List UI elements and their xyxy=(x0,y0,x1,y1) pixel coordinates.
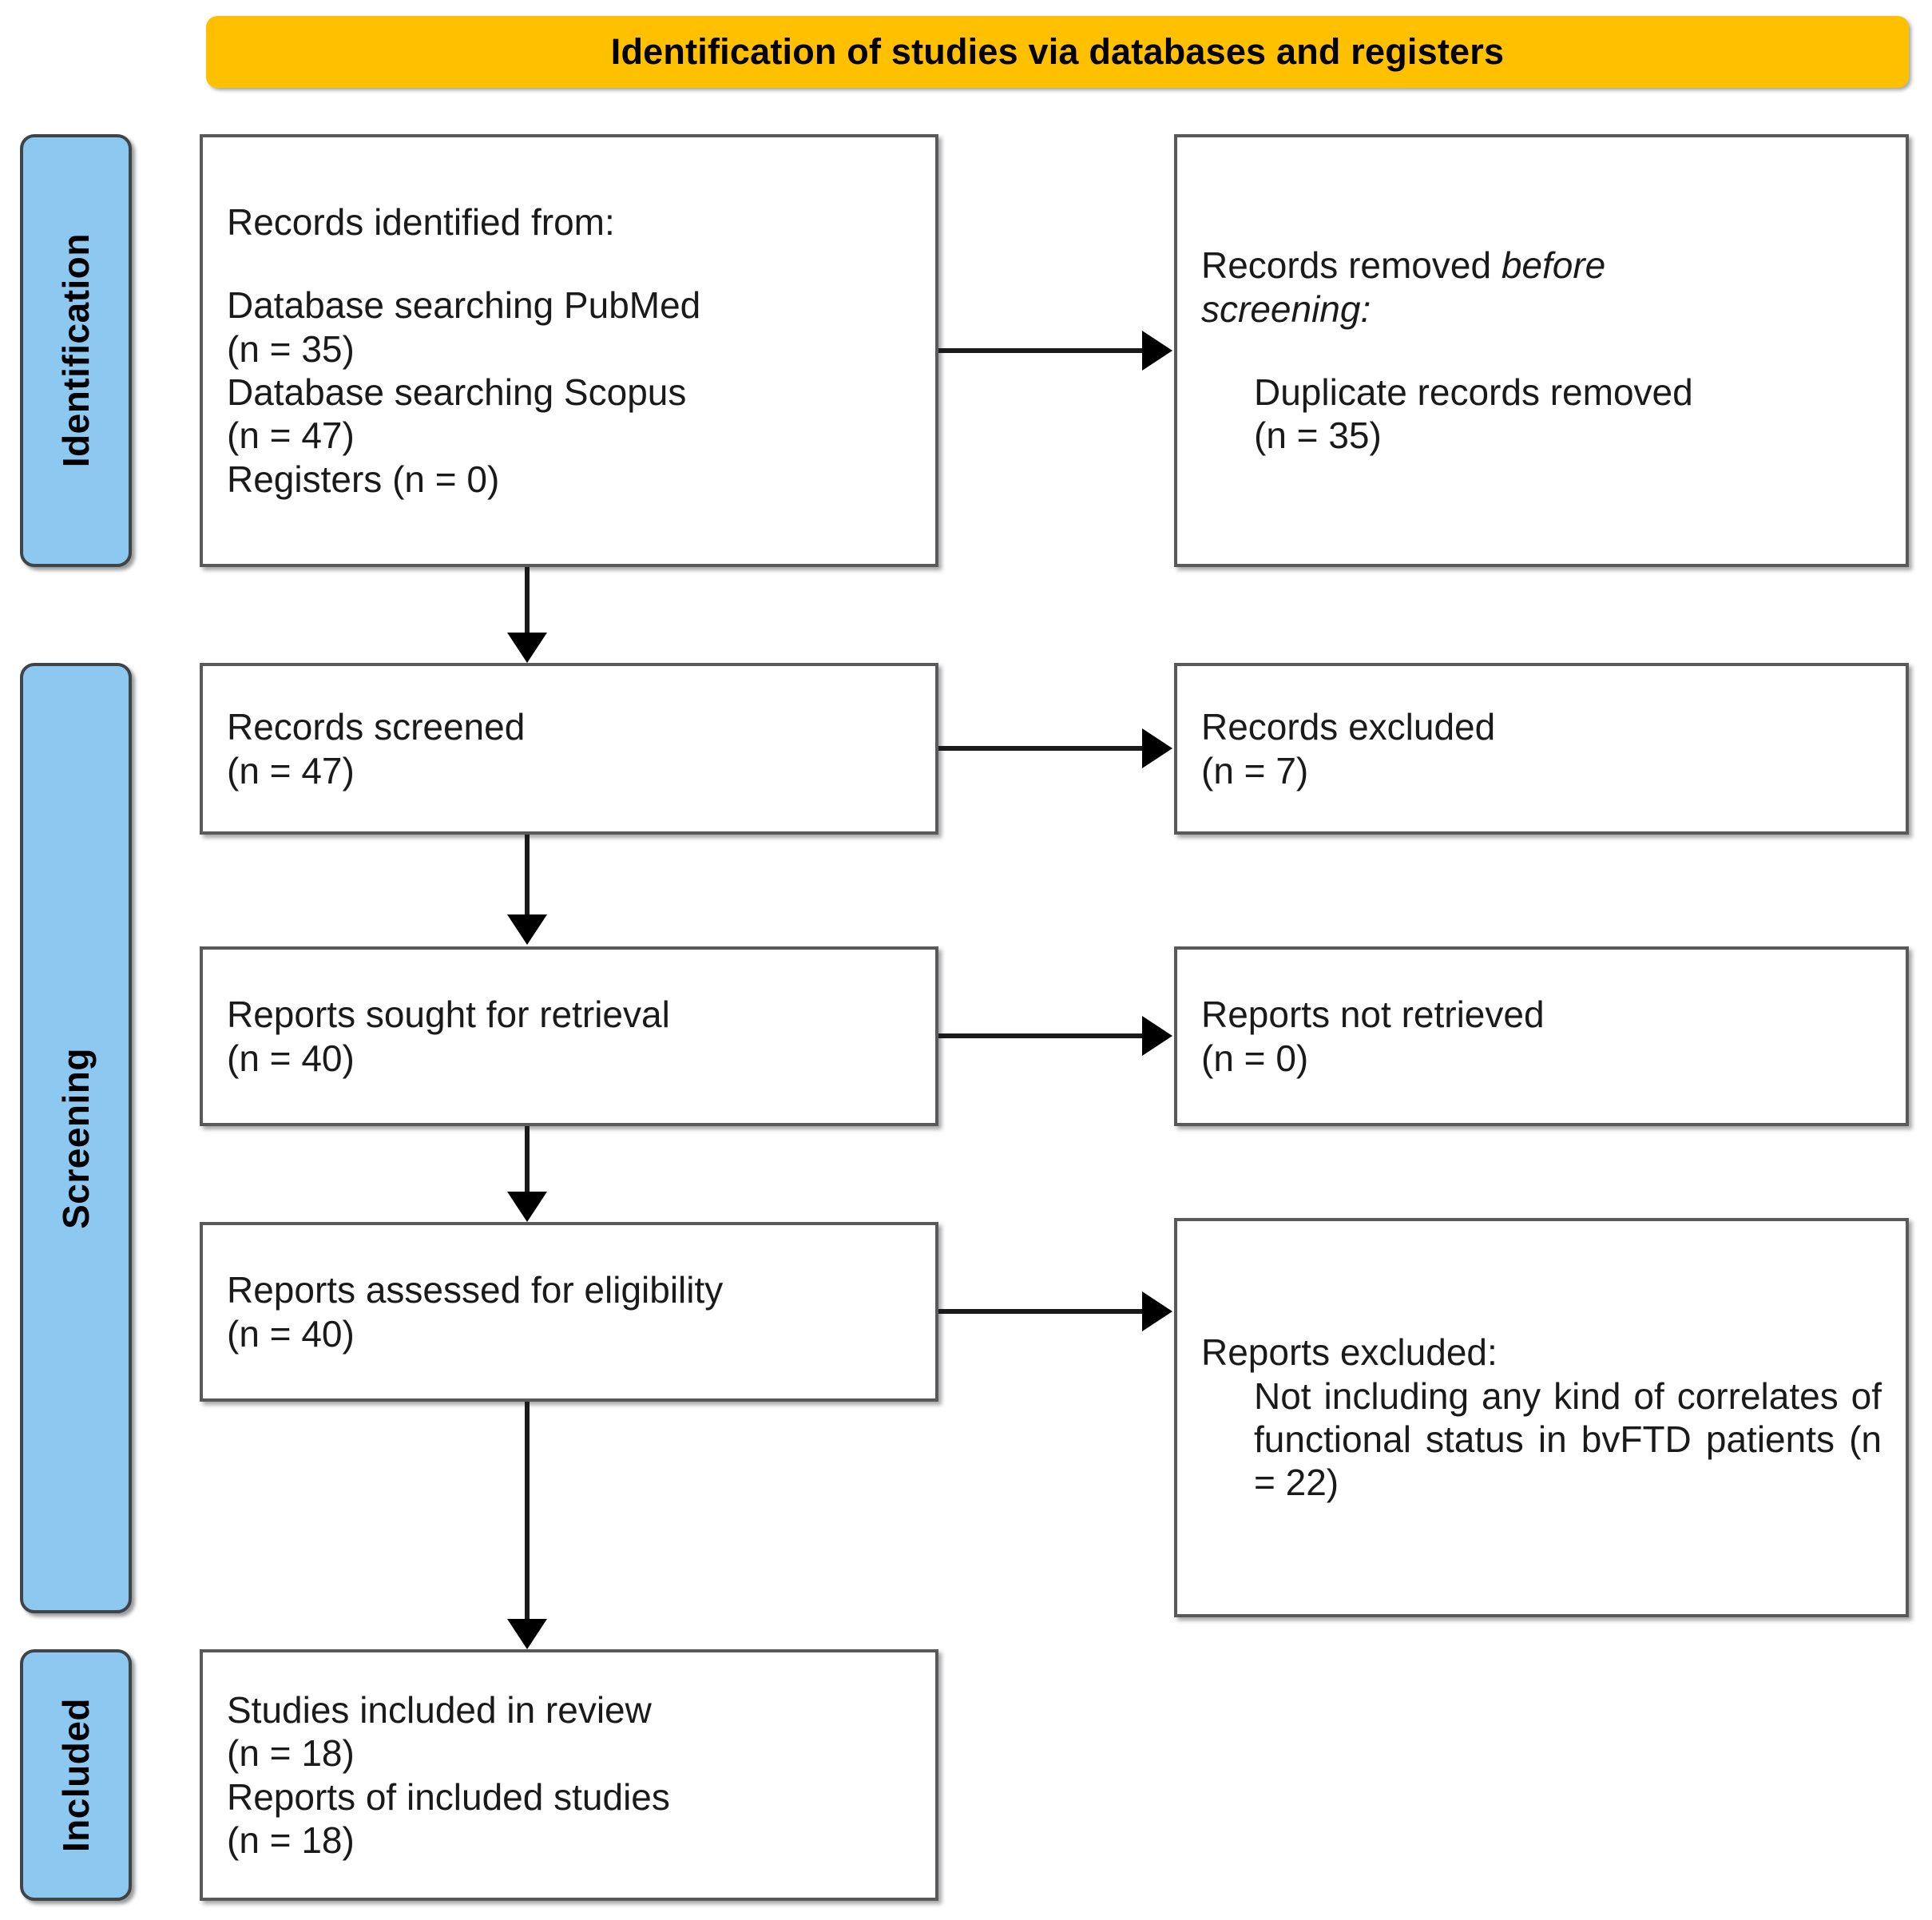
records-identified-scopus-count: (n = 47) xyxy=(227,415,355,457)
diagram-header-banner: Identification of studies via databases … xyxy=(206,16,1909,88)
box-reports-excluded: Reports excluded: Not including any kind… xyxy=(1174,1218,1909,1617)
box-reports-assessed: Reports assessed for eligibility (n = 40… xyxy=(200,1222,938,1402)
studies-included-heading: Studies included in review xyxy=(227,1688,652,1731)
connector-screened-to-excluded-line xyxy=(938,746,1142,751)
connector-identified-to-removed-arrowhead xyxy=(1142,331,1172,371)
reports-not-retrieved-heading: Reports not retrieved xyxy=(1201,994,1545,1036)
reports-not-retrieved-count: (n = 0) xyxy=(1201,1037,1309,1079)
box-records-excluded: Records excluded (n = 7) xyxy=(1174,663,1909,835)
stage-label-screening: Screening xyxy=(55,1047,97,1229)
box-reports-sought: Reports sought for retrieval (n = 40) xyxy=(200,946,938,1126)
stage-tab-identification: Identification xyxy=(20,134,132,567)
connector-assessed-to-reports-excluded-arrowhead xyxy=(1142,1291,1172,1331)
reports-included-heading: Reports of included studies xyxy=(227,1775,670,1818)
reports-assessed-heading: Reports assessed for eligibility xyxy=(227,1269,724,1311)
stage-tab-screening: Screening xyxy=(20,663,132,1613)
box-studies-included: Studies included in review (n = 18) Repo… xyxy=(200,1649,938,1901)
connector-sought-to-not-retrieved-arrowhead xyxy=(1142,1016,1172,1056)
box-records-screened: Records screened (n = 47) xyxy=(200,663,938,835)
connector-screened-to-sought-arrowhead xyxy=(507,914,547,945)
records-screened-count: (n = 47) xyxy=(227,749,355,791)
records-excluded-heading: Records excluded xyxy=(1201,706,1496,748)
connector-assessed-to-included-arrowhead xyxy=(507,1619,547,1649)
connector-sought-to-assessed-arrowhead xyxy=(507,1192,547,1222)
records-identified-pubmed-count: (n = 35) xyxy=(227,327,355,370)
reports-included-count: (n = 18) xyxy=(227,1819,355,1861)
connector-sought-to-not-retrieved-line xyxy=(938,1033,1142,1038)
box-records-identified: Records identified from: Database search… xyxy=(200,134,938,567)
duplicate-records-removed-count: (n = 35) xyxy=(1254,415,1382,457)
stage-label-identification: Identification xyxy=(55,233,97,468)
stage-label-included: Included xyxy=(55,1697,97,1853)
diagram-title: Identification of studies via databases … xyxy=(610,31,1505,72)
records-identified-pubmed: Database searching PubMed xyxy=(227,284,701,327)
duplicate-records-removed: Duplicate records removed xyxy=(1254,371,1693,413)
records-identified-registers: Registers (n = 0) xyxy=(227,458,500,500)
connector-screened-to-excluded-arrowhead xyxy=(1142,728,1172,768)
records-identified-scopus: Database searching Scopus xyxy=(227,371,687,413)
box-records-removed: Records removed before screening: Duplic… xyxy=(1174,134,1909,567)
reports-assessed-count: (n = 40) xyxy=(227,1312,355,1355)
records-removed-heading-italic-2: screening: xyxy=(1201,288,1371,330)
connector-sought-to-assessed-line xyxy=(525,1126,530,1192)
stage-tab-included: Included xyxy=(20,1649,132,1901)
connector-assessed-to-reports-excluded-line xyxy=(938,1309,1142,1314)
connector-identified-to-removed-line xyxy=(938,348,1142,353)
records-identified-heading: Records identified from: xyxy=(227,201,615,244)
connector-identified-to-screened-arrowhead xyxy=(507,633,547,663)
reports-excluded-heading: Reports excluded: xyxy=(1201,1331,1498,1374)
box-reports-not-retrieved: Reports not retrieved (n = 0) xyxy=(1174,946,1909,1126)
studies-included-count: (n = 18) xyxy=(227,1732,355,1775)
connector-assessed-to-included-line xyxy=(525,1402,530,1619)
records-removed-heading-italic: before xyxy=(1501,244,1606,287)
reports-sought-count: (n = 40) xyxy=(227,1037,355,1079)
records-screened-heading: Records screened xyxy=(227,706,526,748)
records-removed-heading: Records removed before xyxy=(1201,244,1882,287)
records-removed-heading-text: Records removed xyxy=(1201,244,1502,287)
records-excluded-count: (n = 7) xyxy=(1201,749,1309,791)
reports-excluded-reason: Not including any kind of correlates of … xyxy=(1254,1375,1882,1504)
reports-sought-heading: Reports sought for retrieval xyxy=(227,994,670,1036)
connector-identified-to-screened-line xyxy=(525,567,530,633)
connector-screened-to-sought-line xyxy=(525,835,530,914)
